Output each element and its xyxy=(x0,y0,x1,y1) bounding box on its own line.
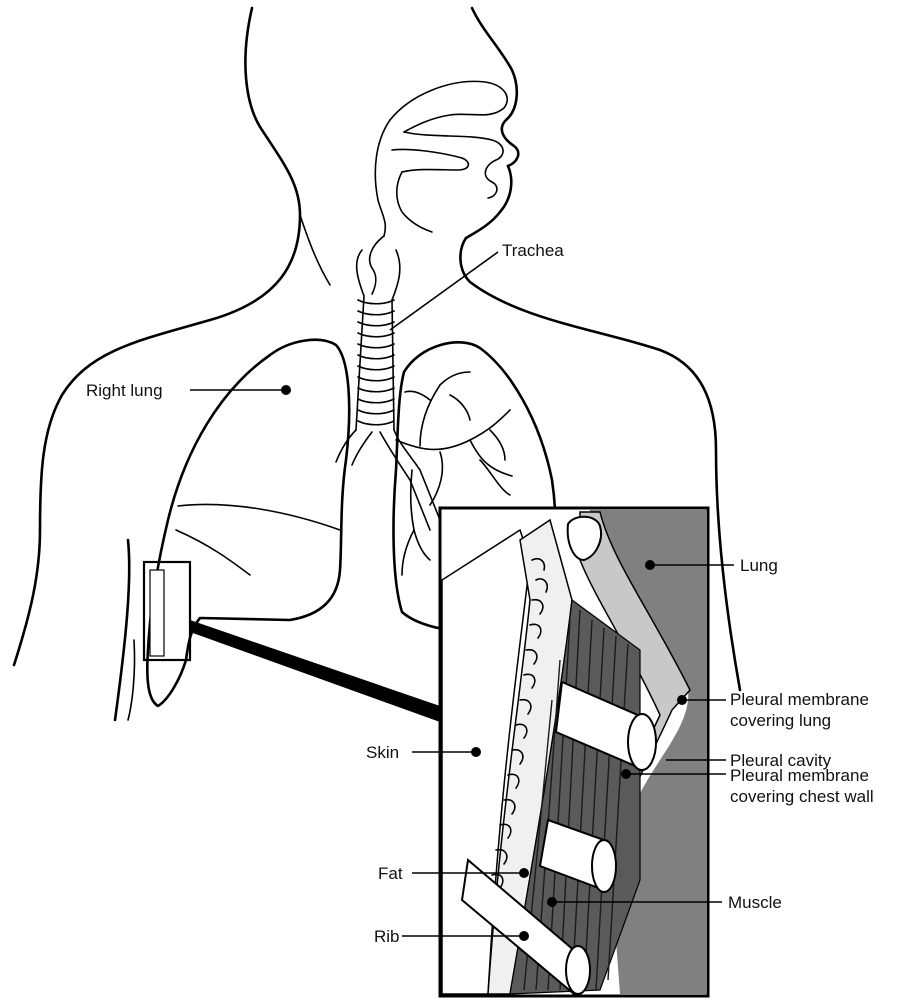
nasal-oral-passages xyxy=(370,81,508,294)
trachea-ring xyxy=(358,399,394,403)
main-bronchi xyxy=(336,430,440,530)
label-pleural-membrane-lung-2: covering lung xyxy=(730,711,831,730)
trachea-ring xyxy=(358,410,394,414)
label-pleural-membrane-wall-2: covering chest wall xyxy=(730,787,874,806)
label-rib: Rib xyxy=(374,927,400,946)
label-skin: Skin xyxy=(366,743,399,762)
trachea-ring xyxy=(358,322,394,326)
trachea xyxy=(356,250,400,430)
label-pleural-membrane-lung-1: Pleural membrane xyxy=(730,690,869,709)
trachea-ring xyxy=(358,355,394,359)
label-pleural-membrane-wall-1: Pleural membrane xyxy=(730,766,869,785)
trachea-ring xyxy=(358,344,394,348)
label-right-lung: Right lung xyxy=(86,381,163,400)
trachea-ring xyxy=(358,388,394,392)
trachea-ring xyxy=(358,377,394,381)
trachea-ring xyxy=(358,333,394,337)
trachea-ring xyxy=(358,366,394,370)
label-lung: Lung xyxy=(740,556,778,575)
trachea-ring xyxy=(358,421,394,425)
label-fat: Fat xyxy=(378,864,403,883)
label-trachea: Trachea xyxy=(502,241,564,260)
label-muscle: Muscle xyxy=(728,893,782,912)
